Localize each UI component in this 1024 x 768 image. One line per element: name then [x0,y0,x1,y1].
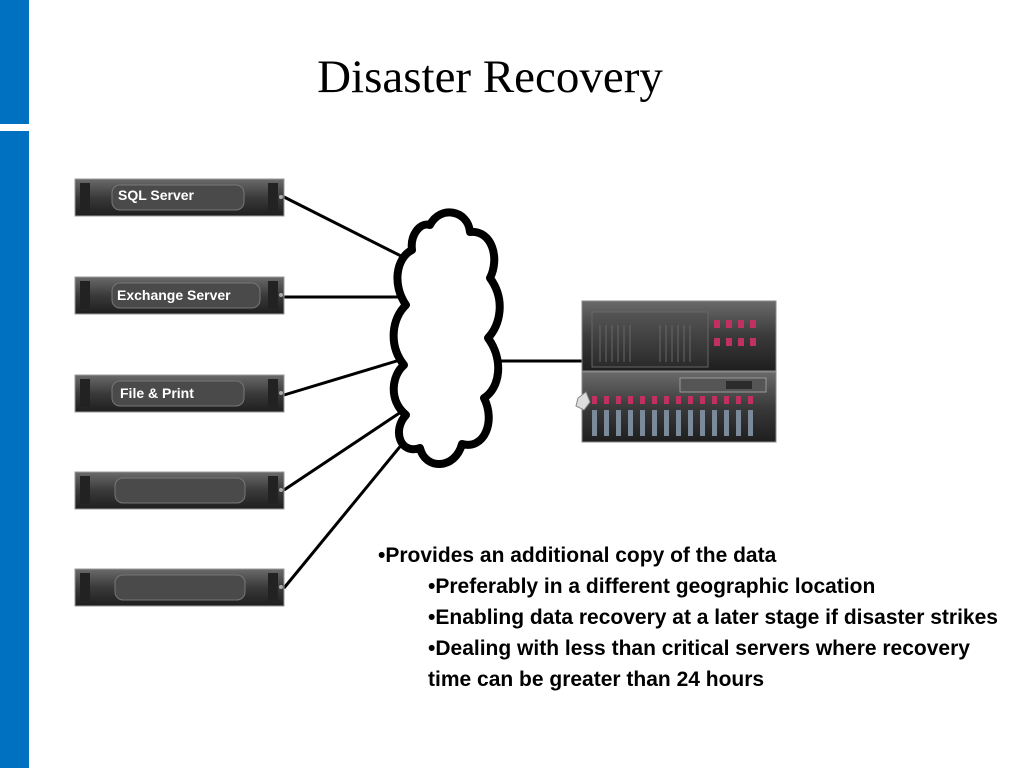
bullet-item: •Provides an additional copy of the data [378,544,777,567]
storage-array-icon [575,300,777,443]
rack-server-1 [74,178,285,217]
link-server5 [282,431,414,589]
rack-server-4 [74,471,285,510]
rack-server-5 [74,568,285,607]
server-label-sql: SQL Server [118,187,195,203]
connection-lines [282,195,582,589]
bullet-item: •Enabling data recovery at a later stage… [428,606,998,629]
network-cloud-icon [389,208,504,468]
accent-bar-bottom [0,131,29,768]
link-fileprint [283,358,401,397]
link-server4 [283,408,405,492]
bullet-item: •Dealing with less than critical servers… [428,637,970,691]
accent-bar-top [0,0,29,124]
server-label-fileprint: File & Print [120,385,194,401]
bullet-item: •Preferably in a different geographic lo… [428,575,876,598]
bullet-list: •Provides an additional copy of the data… [378,540,998,695]
rack-server-3 [74,374,285,413]
rack-server-2 [74,276,285,315]
link-sql [283,195,406,260]
slide-title: Disaster Recovery [317,51,663,103]
server-label-exchange: Exchange Server [117,287,231,303]
accent-bar-gap [0,124,29,131]
